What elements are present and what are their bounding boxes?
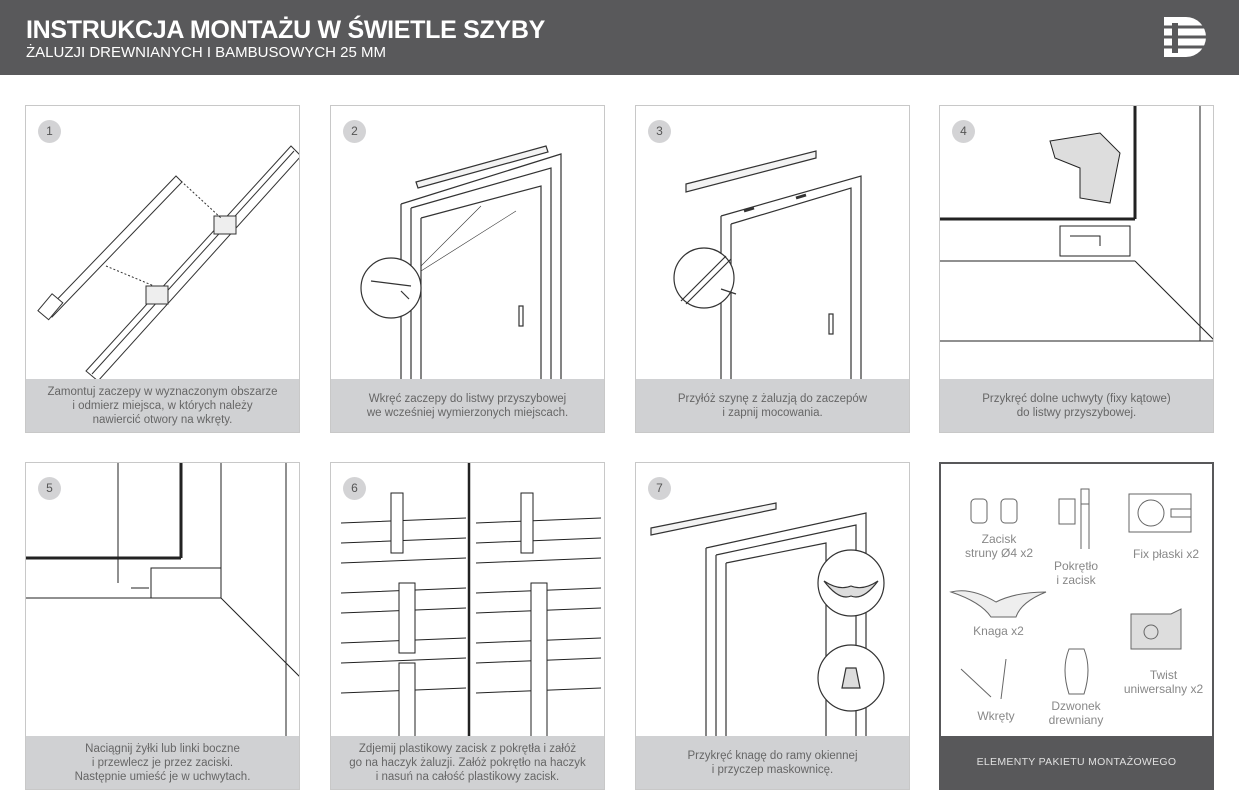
step-caption: Przykręć knagę do ramy okiennej i przycz… [636, 736, 909, 789]
step-number: 7 [648, 477, 671, 500]
kit-title: ELEMENTY PAKIETU MONTAŻOWEGO [941, 736, 1212, 788]
kit-item-label: Knaga x2 [973, 624, 1024, 638]
step-number: 2 [343, 120, 366, 143]
kit-item-label: Twist uniwersalny x2 [1123, 668, 1204, 696]
step-caption: Naciągnij żyłki lub linki boczne i przew… [26, 736, 299, 789]
step-3-panel: 3 Przyłóż szynę z żaluzją do zaczepów i … [635, 105, 910, 433]
line-tension-illustration [26, 463, 299, 738]
step-2-panel: 2 Wkręć zaczepy do listwy przyszybowej w… [330, 105, 605, 433]
mounting-kit-panel: Zacisk struny Ø4 x2 Pokrętło i zacisk Fi… [939, 462, 1214, 790]
rail-attach-illustration [673, 150, 862, 381]
step-5-panel: 5 Naciągnij żyłki lub linki boczne i prz… [25, 462, 300, 790]
knob-hook-illustration [340, 463, 602, 738]
step-number: 4 [952, 120, 975, 143]
step-caption: Przyłóż szynę z żaluzją do zaczepów i za… [636, 379, 909, 432]
step-4-panel: 4 Przykręć dolne uchwyty (fixy kątowe) d… [939, 105, 1214, 433]
kit-item-label: Dzwonek drewniany [1048, 699, 1104, 727]
rail-measure-illustration [37, 145, 299, 381]
page-subtitle: ŻALUZJI DREWNIANYCH I BAMBUSOWYCH 25 MM [26, 44, 387, 61]
page-title: INSTRUKCJA MONTAŻU W ŚWIETLE SZYBY [26, 16, 545, 44]
window-frame-illustration [360, 145, 562, 381]
step-number: 5 [38, 477, 61, 500]
step-caption: Zamontuj zaczepy w wyznaczonym obszarze … [26, 379, 299, 432]
step-caption: Przykręć dolne uchwyty (fixy kątowe) do … [940, 379, 1213, 432]
kit-item-label: Pokrętło i zacisk [1053, 559, 1099, 587]
drill-bracket-illustration [940, 106, 1213, 342]
step-number: 3 [648, 120, 671, 143]
step-caption: Zdjemij plastikowy zacisk z pokrętła i z… [331, 736, 604, 789]
step-7-panel: 7 Przykręć knagę do ramy okiennej i przy… [635, 462, 910, 790]
kit-parts-illustration [949, 488, 1192, 700]
header: INSTRUKCJA MONTAŻU W ŚWIETLE SZYBY ŻALUZ… [0, 0, 1239, 75]
brand-logo-icon [1160, 17, 1210, 57]
step-number: 1 [38, 120, 61, 143]
cleat-valance-illustration [650, 502, 885, 738]
step-6-panel: 6 Zdjemij plastikowy zacisk z pokrętła i… [330, 462, 605, 790]
step-caption: Wkręć zaczepy do listwy przyszybowej we … [331, 379, 604, 432]
kit-item-label: Zacisk struny Ø4 x2 [964, 532, 1034, 560]
kit-item-label: Wkręty [977, 709, 1015, 723]
step-number: 6 [343, 477, 366, 500]
step-1-panel: 1 Zamontuj zaczepy w wyznaczonym obszarz… [25, 105, 300, 433]
kit-item-label: Fix płaski x2 [1132, 547, 1200, 561]
